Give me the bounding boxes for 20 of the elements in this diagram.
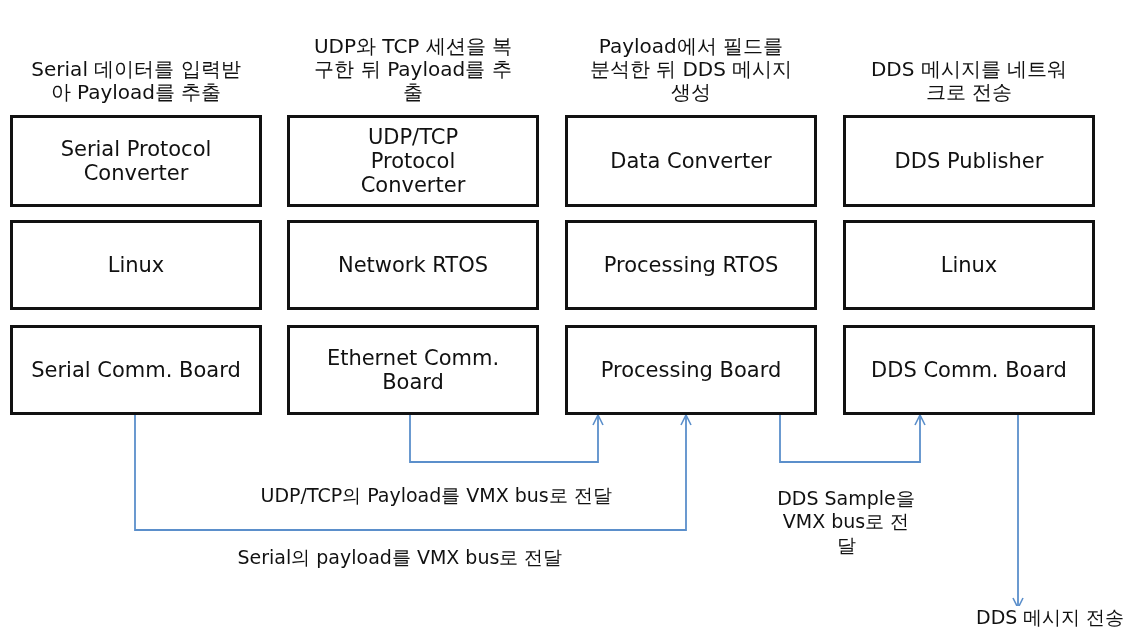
column-heading: Serial 데이터를 입력받아 Payload를 추출: [31, 58, 241, 104]
board-box: DDS Comm. Board: [843, 325, 1095, 415]
software-box: Serial Protocol Converter: [10, 115, 262, 207]
board-box: Processing Board: [565, 325, 817, 415]
software-box: UDP/TCP Protocol Converter: [287, 115, 539, 207]
os-box: Linux: [843, 220, 1095, 310]
arrow: [134, 414, 692, 531]
arrow: [779, 414, 926, 463]
column-heading: Payload에서 필드를 분석한 뒤 DDS 메시지 생성: [588, 35, 794, 104]
software-box: Data Converter: [565, 115, 817, 207]
arrow: [1012, 414, 1024, 609]
board-box: Serial Comm. Board: [10, 325, 262, 415]
column-heading: DDS 메시지를 네트워크로 전송: [869, 58, 1069, 104]
software-box: DDS Publisher: [843, 115, 1095, 207]
arrow: [409, 414, 604, 463]
board-box: Ethernet Comm. Board: [287, 325, 539, 415]
os-box: Processing RTOS: [565, 220, 817, 310]
os-box: Network RTOS: [287, 220, 539, 310]
os-box: Linux: [10, 220, 262, 310]
column-heading: UDP와 TCP 세션을 복구한 뒤 Payload를 추출: [312, 35, 514, 104]
